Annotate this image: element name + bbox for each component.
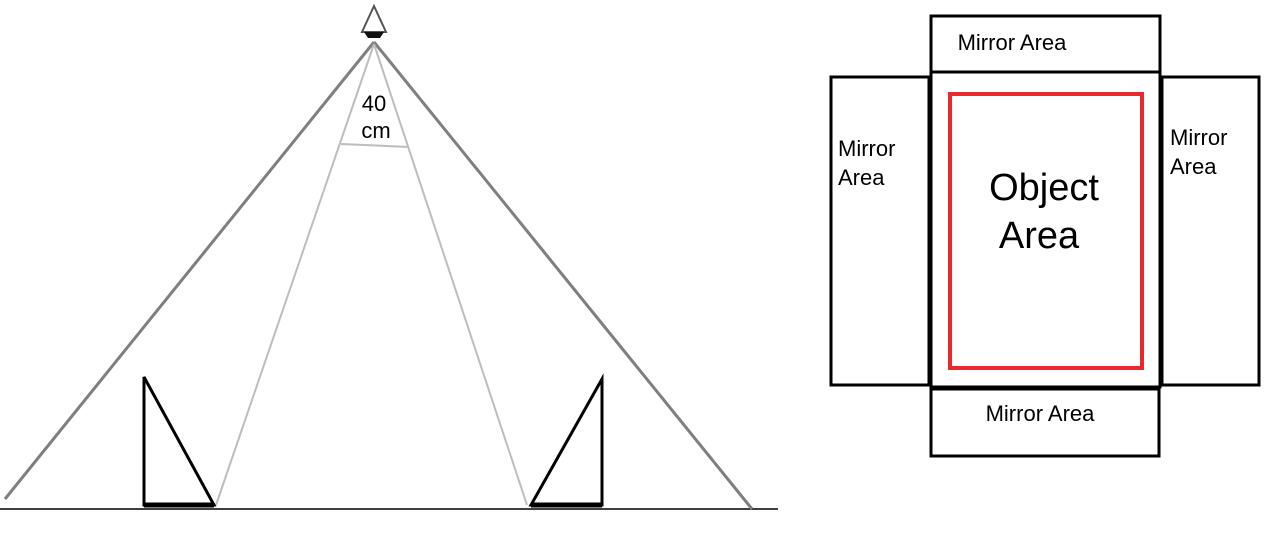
angle-label-unit: cm [361,118,390,143]
left-mirror-label-line2: Area [838,165,885,190]
outer-ray-right [372,41,754,510]
angle-measure-line [340,143,410,148]
right-mirror-label-line2: Area [1170,154,1217,179]
left-mirror-triangle [142,376,217,508]
camera-icon [360,3,388,38]
inner-ray-left [215,43,375,506]
bottom-mirror-area [929,387,1161,458]
object-area-label-line2: Area [999,215,1080,257]
left-mirror-area [829,75,931,387]
inner-ray-right [373,43,528,506]
left-mirror-label-line1: Mirror [838,136,895,161]
top-view: Mirror Area Mirror Area Object Area Mirr… [829,14,1261,458]
object-area [948,92,1144,370]
side-view: 40 cm [0,3,778,510]
right-mirror-label-line1: Mirror [1170,125,1227,150]
angle-label-value: 40 [362,91,386,116]
bottom-mirror-label: Mirror Area [986,401,1096,426]
top-mirror-label: Mirror Area [958,30,1068,55]
outer-ray-left [3,41,376,500]
object-area-label-line1: Object [989,167,1099,209]
center-area [929,70,1162,389]
right-mirror-area [1160,75,1261,387]
right-mirror-triangle [528,373,604,508]
